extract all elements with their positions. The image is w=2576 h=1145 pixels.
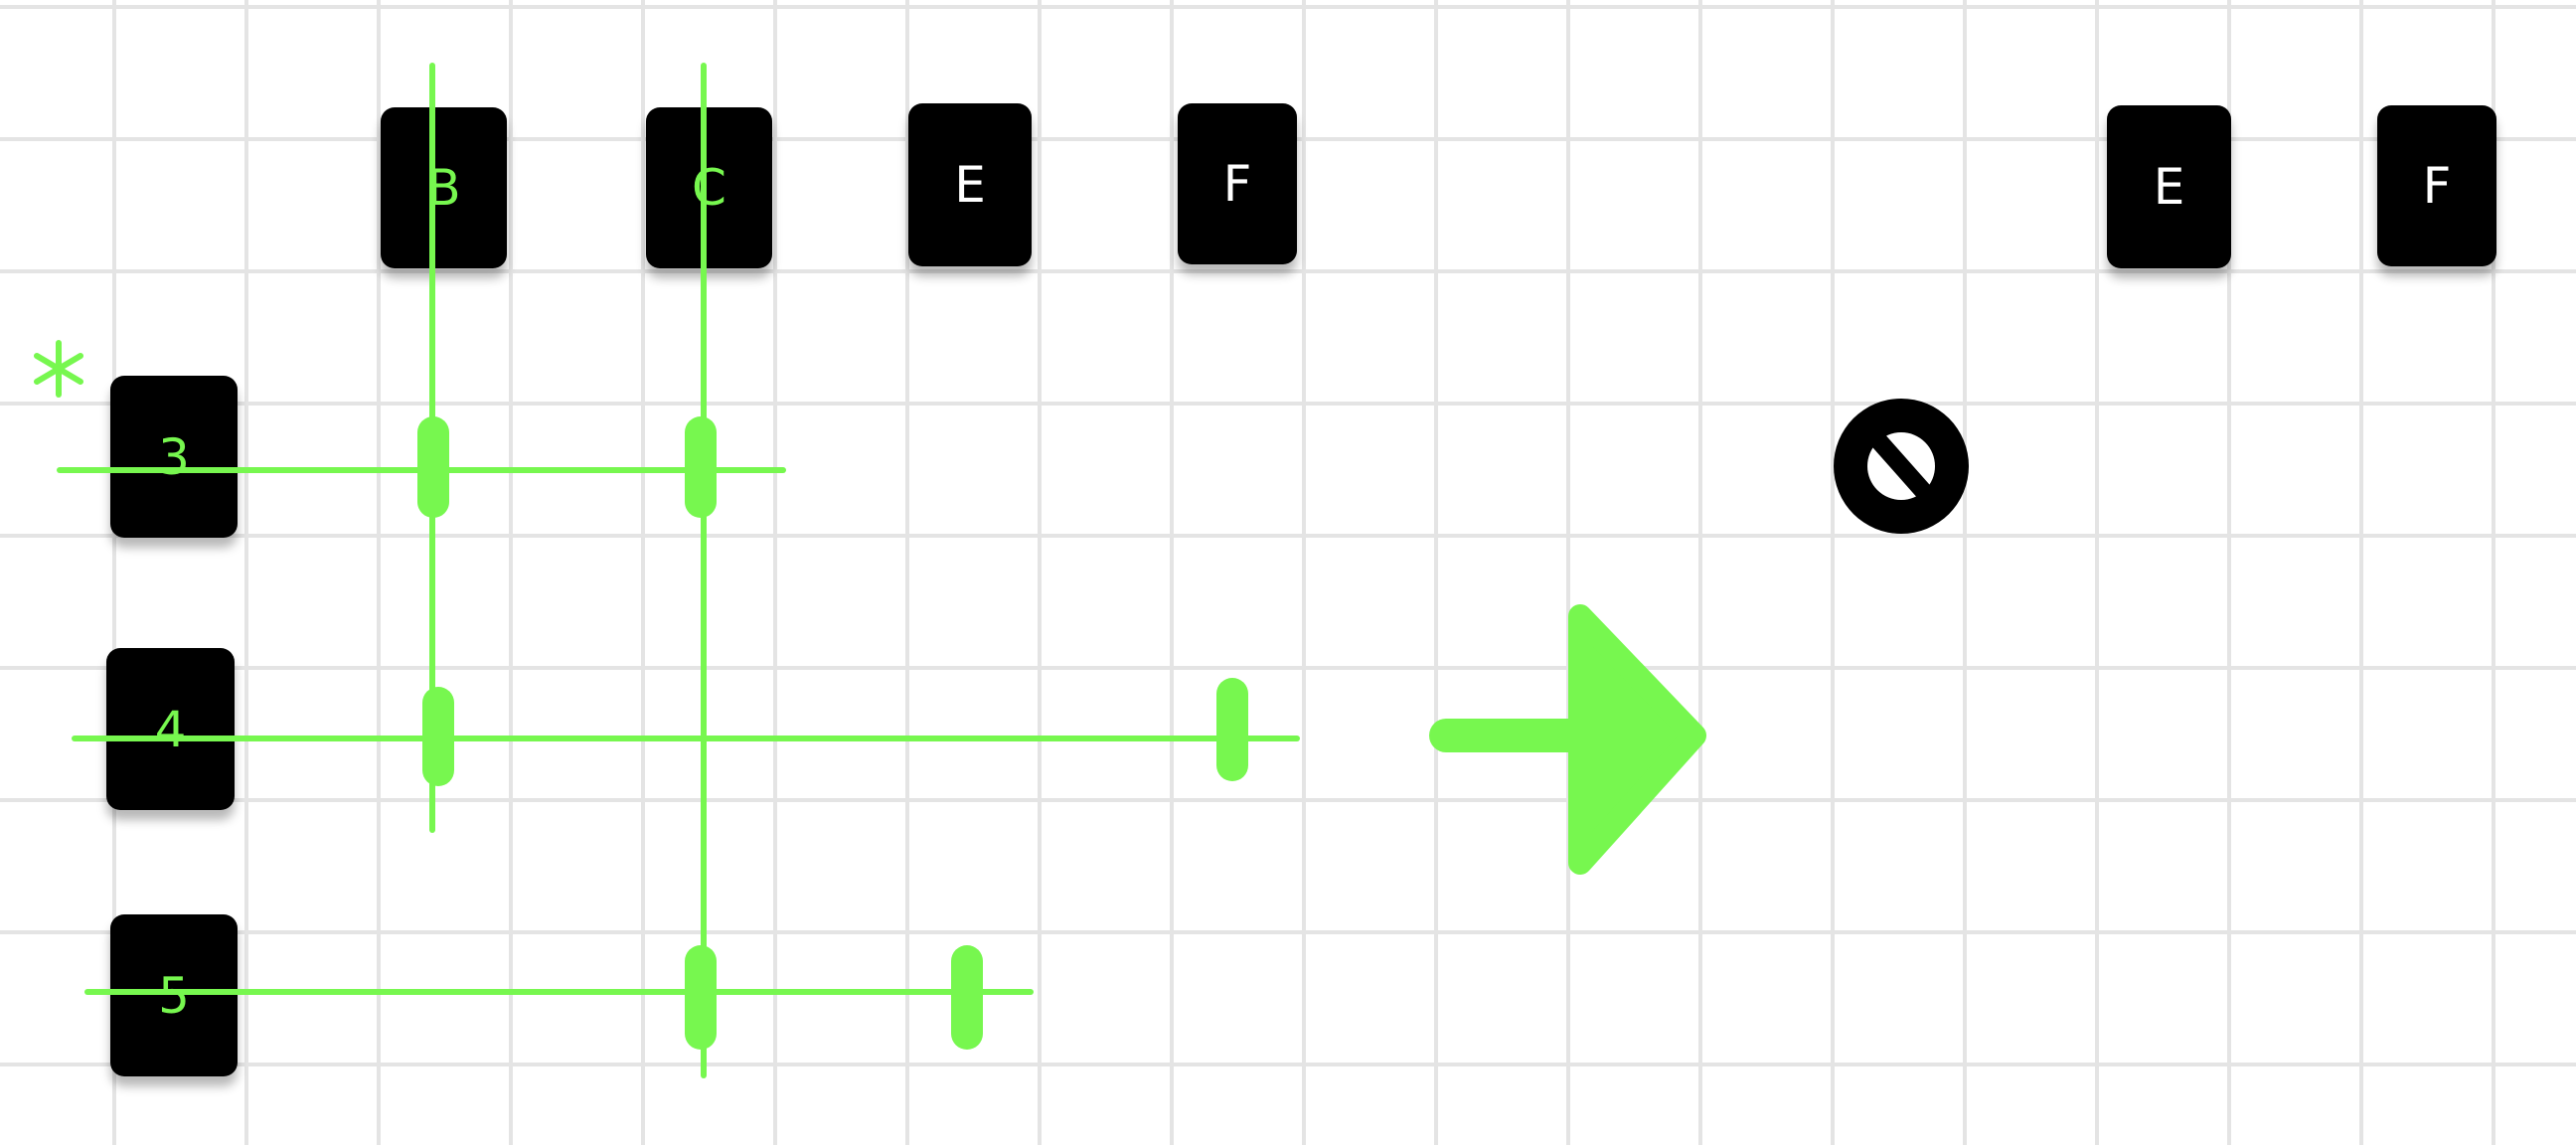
row-tile-3[interactable]: 3: [110, 376, 238, 538]
arrow-right-icon[interactable]: [1429, 604, 1706, 875]
row-tile-5[interactable]: 5: [110, 914, 238, 1076]
junction-markers: [417, 416, 1248, 1050]
column-tile-c[interactable]: C: [646, 107, 772, 268]
right-column-tile-e[interactable]: E: [2107, 105, 2231, 268]
column-tile-f[interactable]: F: [1178, 103, 1297, 264]
column-tile-e[interactable]: E: [908, 103, 1032, 266]
column-tile-b[interactable]: B: [381, 107, 507, 268]
row-tile-4[interactable]: 4: [106, 648, 235, 810]
asterisk-icon: [34, 340, 83, 398]
connection-lines: [57, 63, 1300, 1078]
right-column-tile-f[interactable]: F: [2377, 105, 2496, 266]
no-entry-icon: [1834, 399, 1969, 534]
